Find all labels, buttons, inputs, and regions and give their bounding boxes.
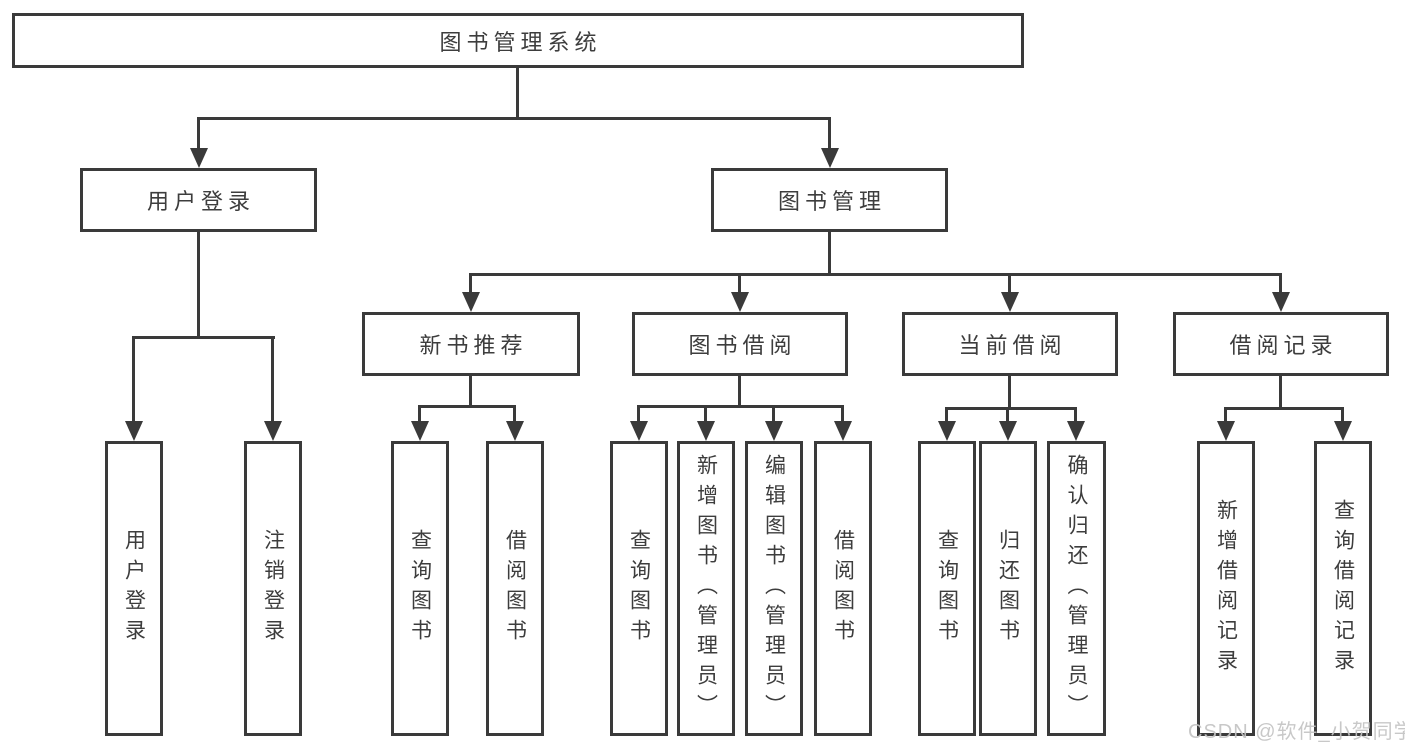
leaf-br-query-record-label: 查询借阅记录: [1331, 498, 1355, 679]
leaf-bb-borrow-book-label: 借阅图书: [831, 528, 855, 649]
node-borrow-records: 借阅记录: [1173, 312, 1389, 376]
arrow-down-icon: [506, 421, 524, 441]
connector-line: [1224, 407, 1344, 410]
connector-line: [1224, 407, 1227, 424]
leaf-logout: 注销登录: [244, 441, 302, 736]
connector-line: [132, 336, 275, 339]
node-book-borrow-label: 图书借阅: [688, 333, 797, 358]
leaf-bb-query-book: 查询图书: [610, 441, 668, 736]
connector-line: [197, 117, 831, 120]
leaf-cb-query-book-label: 查询图书: [935, 528, 959, 649]
leaf-cb-return-book-label: 归还图书: [996, 528, 1020, 649]
connector-line: [1279, 273, 1282, 295]
leaf-cb-confirm-return: 确认归还（管理员）: [1047, 441, 1106, 736]
leaf-cb-confirm-return-label: 确认归还（管理员）: [1065, 453, 1088, 724]
connector-line: [418, 405, 421, 424]
arrow-down-icon: [1217, 421, 1235, 441]
connector-line: [469, 273, 472, 295]
leaf-user-login: 用户登录: [105, 441, 163, 736]
connector-line: [418, 405, 516, 408]
arrow-down-icon: [834, 421, 852, 441]
connector-line: [197, 232, 200, 339]
leaf-bb-add-book: 新增图书（管理员）: [677, 441, 735, 736]
arrow-down-icon: [1067, 421, 1085, 441]
node-root-label: 图书管理系统: [439, 29, 602, 55]
connector-line: [828, 232, 831, 276]
arrow-down-icon: [1001, 292, 1019, 312]
leaf-cb-return-book: 归还图书: [979, 441, 1037, 736]
connector-line: [1008, 376, 1011, 410]
node-current-borrow: 当前借阅: [902, 312, 1118, 376]
arrow-down-icon: [999, 421, 1017, 441]
arrow-down-icon: [765, 421, 783, 441]
connector-line: [469, 273, 1282, 276]
leaf-rec-borrow-book: 借阅图书: [486, 441, 544, 736]
leaf-bb-edit-book-label: 编辑图书（管理员）: [762, 453, 786, 724]
leaf-cb-query-book: 查询图书: [918, 441, 976, 736]
node-user-login: 用户登录: [80, 168, 317, 232]
connector-line: [637, 405, 844, 408]
connector-line: [704, 405, 707, 424]
arrow-down-icon: [411, 421, 429, 441]
connector-line: [1008, 273, 1011, 295]
connector-line: [945, 407, 948, 424]
node-new-book-rec-label: 新书推荐: [419, 333, 528, 358]
connector-line: [772, 405, 775, 424]
leaf-br-add-record-label: 新增借阅记录: [1214, 498, 1238, 679]
connector-line: [197, 117, 200, 151]
arrow-down-icon: [462, 292, 480, 312]
connector-line: [1006, 407, 1009, 424]
leaf-br-add-record: 新增借阅记录: [1197, 441, 1255, 736]
connector-line: [1341, 407, 1344, 424]
leaf-rec-borrow-book-label: 借阅图书: [503, 528, 527, 649]
connector-line: [132, 336, 135, 424]
leaf-br-query-record: 查询借阅记录: [1314, 441, 1372, 736]
arrow-down-icon: [264, 421, 282, 441]
connector-line: [841, 405, 844, 424]
connector-line: [1279, 376, 1282, 410]
arrow-down-icon: [630, 421, 648, 441]
arrow-down-icon: [125, 421, 143, 441]
leaf-bb-borrow-book: 借阅图书: [814, 441, 872, 736]
leaf-bb-edit-book: 编辑图书（管理员）: [745, 441, 803, 736]
connector-line: [738, 273, 741, 295]
arrow-down-icon: [1272, 292, 1290, 312]
node-book-borrow: 图书借阅: [632, 312, 848, 376]
connector-line: [469, 376, 472, 408]
arrow-down-icon: [697, 421, 715, 441]
leaf-bb-query-book-label: 查询图书: [627, 528, 651, 649]
arrow-down-icon: [821, 148, 839, 168]
connector-line: [637, 405, 640, 424]
csdn-watermark: CSDN @软件_小贺同学: [1188, 721, 1405, 743]
node-root: 图书管理系统: [12, 13, 1024, 68]
arrow-down-icon: [938, 421, 956, 441]
connector-line: [828, 117, 831, 151]
leaf-rec-query-book-label: 查询图书: [408, 528, 432, 649]
node-book-mgmt-label: 图书管理: [777, 189, 886, 214]
arrow-down-icon: [731, 292, 749, 312]
leaf-user-login-label: 用户登录: [122, 528, 146, 649]
connector-line: [271, 336, 274, 424]
leaf-logout-label: 注销登录: [261, 528, 285, 649]
connector-line: [516, 68, 519, 120]
leaf-bb-add-book-label: 新增图书（管理员）: [694, 453, 718, 724]
leaf-rec-query-book: 查询图书: [391, 441, 449, 736]
node-borrow-records-label: 借阅记录: [1229, 333, 1338, 358]
node-book-mgmt: 图书管理: [711, 168, 948, 232]
node-user-login-label: 用户登录: [146, 189, 255, 214]
connector-line: [945, 407, 1077, 410]
arrow-down-icon: [190, 148, 208, 168]
node-new-book-rec: 新书推荐: [362, 312, 580, 376]
node-current-borrow-label: 当前借阅: [958, 333, 1067, 358]
connector-line: [1074, 407, 1077, 424]
connector-line: [738, 376, 741, 408]
arrow-down-icon: [1334, 421, 1352, 441]
connector-line: [513, 405, 516, 424]
